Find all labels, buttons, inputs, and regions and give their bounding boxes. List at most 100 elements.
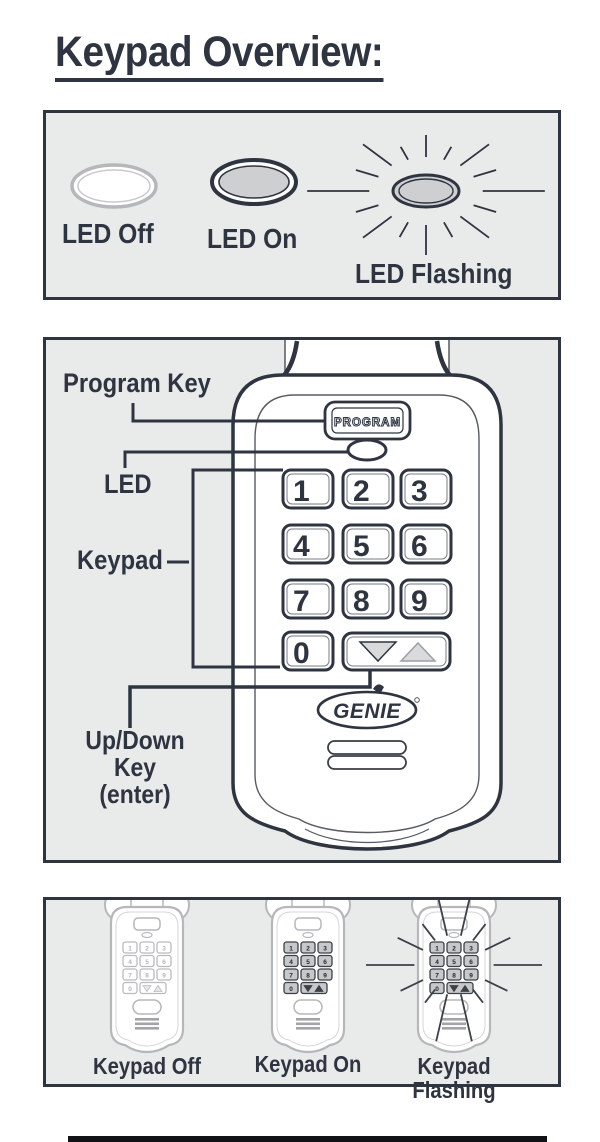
mini-keypad-off: 1 2 3 4 5 6 7 8 9 0 <box>104 900 190 1054</box>
speaker-slot <box>327 755 407 770</box>
key-5 <box>341 523 395 565</box>
keypad-faceplate <box>254 394 480 834</box>
key-9 <box>399 578 453 620</box>
svg-text:0: 0 <box>128 986 132 993</box>
svg-text:8: 8 <box>145 973 149 980</box>
svg-text:4: 4 <box>128 959 132 966</box>
led-off-indicator <box>70 163 158 209</box>
led-on-label: LED On <box>207 223 298 254</box>
key-3 <box>399 468 453 510</box>
svg-text:8: 8 <box>306 973 310 980</box>
keypad-flashing-label: Keypad Flashing <box>412 1053 496 1103</box>
led-flashing-rays <box>307 135 545 255</box>
svg-text:9: 9 <box>323 973 327 980</box>
svg-text:1: 1 <box>289 946 293 953</box>
mini-down-arrow-icon <box>303 985 313 993</box>
mini-program-button <box>133 917 161 931</box>
svg-text:4: 4 <box>435 959 439 966</box>
mini-brand-logo <box>132 999 162 1015</box>
key-1 <box>281 468 335 510</box>
updown-callout-line2: (enter) <box>99 779 171 810</box>
led-flashing-label: LED Flashing <box>355 258 513 289</box>
program-key-callout: Program Key <box>63 368 211 398</box>
keypad-device-drawing: PROGRAM 1 2 3 4 5 6 7 8 9 0 GENIE <box>123 340 503 851</box>
led-on-indicator <box>210 158 298 206</box>
mini-down-arrow-icon <box>449 985 459 993</box>
mini-brand-logo <box>439 999 469 1015</box>
svg-text:7: 7 <box>128 973 132 980</box>
number-keys: 1 2 3 4 5 6 7 8 9 0 <box>281 468 453 672</box>
key-6-digit: 6 <box>411 530 428 563</box>
keypad-callout: Keypad <box>77 545 163 575</box>
svg-text:7: 7 <box>289 973 293 980</box>
led-off-label: LED Off <box>62 218 154 249</box>
key-2-digit: 2 <box>353 475 370 508</box>
key-4-digit: 4 <box>293 530 310 563</box>
updown-key <box>341 631 452 672</box>
key-7-digit: 7 <box>293 585 310 618</box>
svg-text:1: 1 <box>435 946 439 953</box>
key-8 <box>341 578 395 620</box>
mini-brand-logo <box>293 999 323 1015</box>
svg-text:0: 0 <box>435 986 439 993</box>
program-button-text: PROGRAM <box>334 417 401 429</box>
svg-text:9: 9 <box>162 973 166 980</box>
down-arrow-icon <box>358 641 398 663</box>
keypad-off-label: Keypad Off <box>93 1053 201 1079</box>
mini-up-arrow-icon <box>153 984 163 992</box>
mini-up-arrow-icon <box>314 984 324 992</box>
speaker-slot <box>327 740 407 755</box>
svg-text:6: 6 <box>469 959 473 966</box>
updown-callout-line1: Up/Down Key <box>85 725 185 783</box>
svg-text:0: 0 <box>289 986 293 993</box>
key-2 <box>341 468 395 510</box>
keypad-diagram-panel: PROGRAM 1 2 3 4 5 6 7 8 9 0 GENIE <box>43 337 561 863</box>
svg-text:3: 3 <box>469 946 473 953</box>
section-divider-bar <box>68 1136 547 1142</box>
brand-logo: GENIE <box>316 684 420 730</box>
led-states-graphic <box>70 135 545 255</box>
svg-text:5: 5 <box>452 959 456 966</box>
svg-text:3: 3 <box>323 946 327 953</box>
svg-text:5: 5 <box>306 959 310 966</box>
mini-program-button <box>440 917 468 931</box>
led-states-panel: LED Off LED On LED Flashing <box>43 110 561 300</box>
svg-text:2: 2 <box>145 946 149 953</box>
key-0-digit: 0 <box>293 637 310 670</box>
svg-text:6: 6 <box>162 959 166 966</box>
updown-key-callout: Up/Down Key (enter) <box>64 725 207 810</box>
svg-text:4: 4 <box>289 959 293 966</box>
mini-down-arrow-icon <box>142 985 152 993</box>
svg-text:1: 1 <box>128 946 132 953</box>
svg-text:9: 9 <box>469 973 473 980</box>
key-4 <box>281 523 335 565</box>
key-7 <box>281 578 335 620</box>
genie-figure-icon <box>373 684 384 694</box>
key-9-digit: 9 <box>411 585 428 618</box>
keypad-on-label: Keypad On <box>254 1051 362 1077</box>
svg-text:2: 2 <box>306 946 310 953</box>
key-1-digit: 1 <box>293 475 310 508</box>
svg-text:7: 7 <box>435 973 439 980</box>
svg-text:6: 6 <box>323 959 327 966</box>
page-title: Keypad Overview: <box>55 28 384 82</box>
callout-leader-lines <box>123 403 372 728</box>
brand-logo-text: GENIE <box>333 700 401 723</box>
led-indicator <box>346 438 388 462</box>
mini-keypad-on: 1 2 3 4 5 6 7 8 9 0 <box>265 900 351 1054</box>
svg-text:5: 5 <box>145 959 149 966</box>
led-callout: LED <box>104 469 152 499</box>
key-3-digit: 3 <box>411 475 428 508</box>
svg-text:3: 3 <box>162 946 166 953</box>
key-8-digit: 8 <box>353 585 370 618</box>
up-arrow-icon <box>399 641 437 662</box>
key-5-digit: 5 <box>353 530 370 563</box>
program-button: PROGRAM <box>323 400 412 441</box>
mini-up-arrow-icon <box>460 984 470 992</box>
mini-program-button <box>294 917 322 931</box>
svg-text:8: 8 <box>452 973 456 980</box>
key-0 <box>281 630 335 672</box>
